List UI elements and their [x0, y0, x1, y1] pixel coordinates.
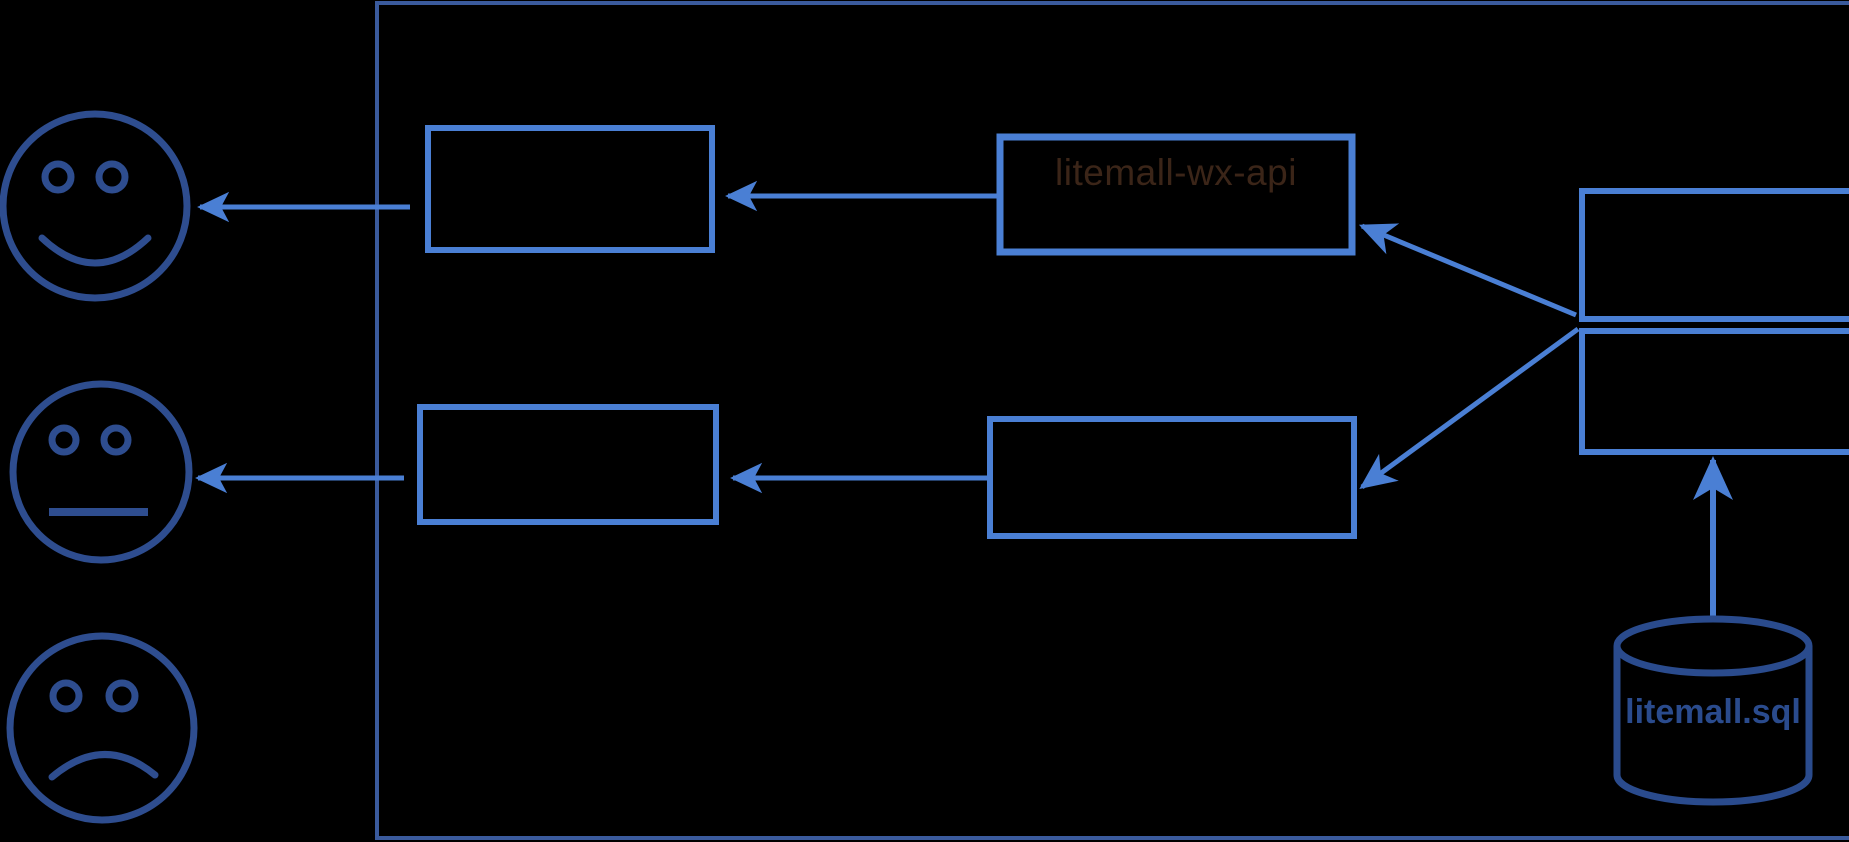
database-bottom-curve	[1613, 774, 1813, 806]
arrow-core-to-api-bottom	[1359, 326, 1580, 490]
system-boundary	[375, 1, 1849, 840]
happy-eye-right	[95, 160, 129, 194]
sad-eye-right	[105, 679, 139, 713]
sad-eye-left	[49, 679, 83, 713]
box-wx-api-label: litemall-wx-api	[1055, 152, 1297, 193]
database-label: litemall.sql	[1625, 693, 1801, 731]
box-core-bottom[interactable]	[1579, 328, 1849, 455]
actor-sad-face	[6, 632, 198, 824]
box-frontend-bottom[interactable]	[417, 404, 719, 525]
box-frontend-top[interactable]	[425, 125, 715, 253]
sad-mouth	[48, 751, 159, 781]
neutral-eye-left	[48, 424, 80, 456]
box-wx-api[interactable]	[996, 133, 1356, 256]
box-api-bottom[interactable]	[987, 416, 1357, 539]
actor-neutral-face	[9, 380, 193, 564]
neutral-eye-right	[100, 424, 132, 456]
arrow-core-to-wxapi	[1358, 223, 1577, 318]
happy-eye-left	[41, 160, 75, 194]
database-litemall-sql[interactable]	[1613, 615, 1813, 806]
database-top-ellipse	[1613, 615, 1813, 677]
actor-happy-face	[0, 110, 191, 302]
box-core-top[interactable]	[1579, 188, 1849, 322]
happy-mouth	[38, 234, 152, 267]
